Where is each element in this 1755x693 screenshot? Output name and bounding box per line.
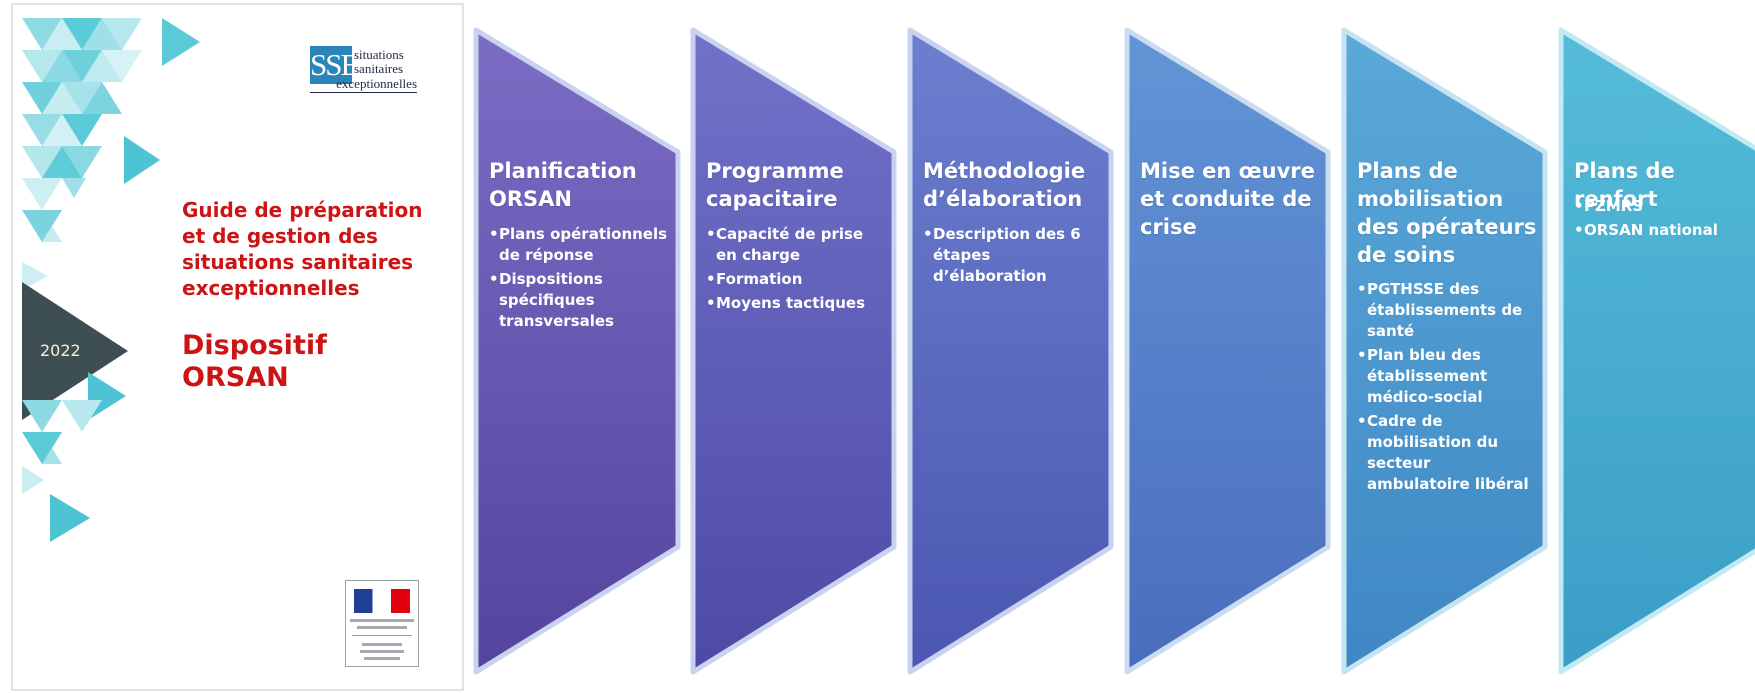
step-1-title: Planification ORSAN	[489, 159, 637, 211]
step-3-item: Description des 6 étapes d’élaboration	[923, 224, 1103, 287]
step-3-items: Description des 6 étapes d’élaboration	[923, 224, 1103, 290]
step-1-items: Plans opérationnels de réponse Dispositi…	[489, 224, 669, 335]
sse-logo: SSE situations sanitaires exceptionnelle…	[310, 46, 417, 104]
step-2-items: Capacité de prise en charge Formation Mo…	[706, 224, 886, 317]
step-6-items: PZMRS ORSAN national	[1574, 196, 1744, 244]
sse-logo-line-2: sanitaires	[354, 61, 404, 76]
step-5-item: Cadre de mobilisation du secteur ambulat…	[1357, 411, 1537, 495]
step-chevron-1	[473, 27, 681, 675]
step-2-item: Formation	[706, 269, 886, 290]
step-6-item: PZMRS	[1574, 196, 1744, 217]
cover-subtitle: Dispositif ORSAN	[182, 330, 327, 393]
step-5-item: PGTHSSE des établissements de santé	[1357, 279, 1537, 342]
step-2-item: Moyens tactiques	[706, 293, 886, 314]
cover-title: Guide de préparation et de gestion des s…	[182, 198, 423, 300]
sse-logo-letters: SSE	[310, 46, 359, 84]
cover-year: 2022	[40, 341, 81, 360]
step-5-items: PGTHSSE des établissements de santé Plan…	[1357, 279, 1537, 498]
step-2-title: Programme capacitaire	[706, 159, 844, 211]
step-3-title: Méthodologie d’élaboration	[923, 159, 1086, 211]
step-chevron-2	[690, 27, 897, 675]
step-chevron-6	[1558, 27, 1755, 675]
cover-triangle-pattern	[22, 18, 200, 542]
step-1-item: Dispositions spécifiques transversales	[489, 269, 669, 332]
sse-logo-line-1: situations	[354, 47, 404, 62]
ministry-marianne-logo	[345, 580, 419, 667]
step-6-item: ORSAN national	[1574, 220, 1744, 241]
step-5-title: Plans de mobilisation des opérateurs de …	[1357, 159, 1537, 267]
sse-logo-line-3: exceptionnelles	[310, 77, 417, 93]
step-2-item: Capacité de prise en charge	[706, 224, 886, 266]
step-5-item: Plan bleu des établissement médico-socia…	[1357, 345, 1537, 408]
step-4-title: Mise en œuvre et conduite de crise	[1140, 159, 1315, 239]
step-1-item: Plans opérationnels de réponse	[489, 224, 669, 266]
step-chevron-4	[1124, 27, 1331, 675]
step-chevron-3	[907, 27, 1114, 675]
flag-icon	[354, 589, 410, 613]
